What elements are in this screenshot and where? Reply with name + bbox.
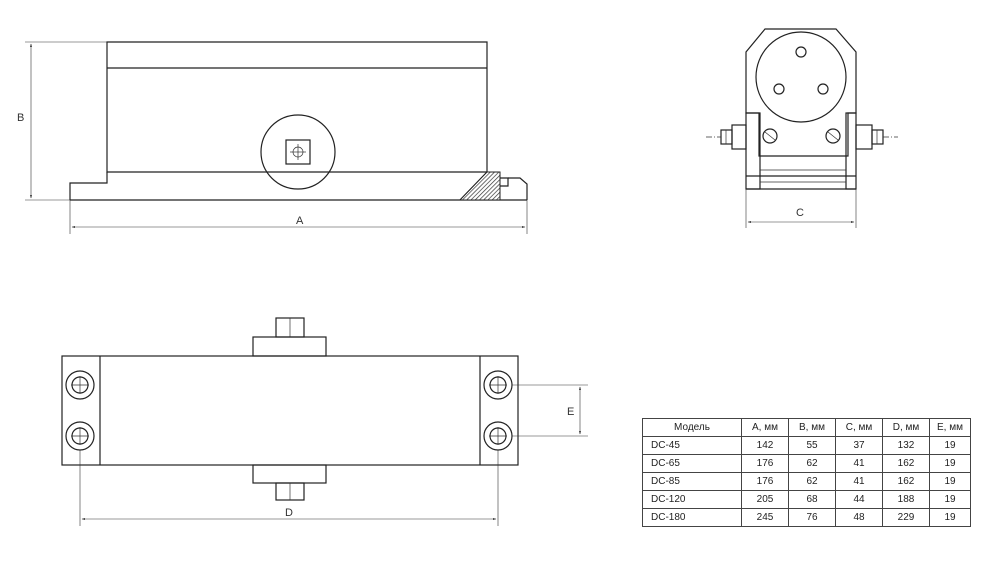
- cell-c: 41: [835, 454, 883, 473]
- cell-b: 62: [788, 472, 836, 491]
- cell-model: DC-120: [642, 490, 742, 509]
- dimension-c: C: [745, 189, 857, 228]
- label-b: B: [17, 112, 24, 124]
- label-c: C: [796, 207, 804, 219]
- cell-e: 19: [929, 508, 971, 527]
- cell-d: 132: [882, 436, 930, 455]
- front-view: [69, 41, 528, 201]
- header-c: C, мм: [835, 418, 883, 437]
- cell-e: 19: [929, 454, 971, 473]
- header-d: D, мм: [882, 418, 930, 437]
- cell-c: 44: [835, 490, 883, 509]
- header-model: Модель: [642, 418, 742, 437]
- mounting-hole-top-right: [483, 370, 513, 400]
- cell-e: 19: [929, 436, 971, 455]
- mounting-hole-top-left: [65, 370, 95, 400]
- cell-model: DC-180: [642, 508, 742, 527]
- cell-e: 19: [929, 490, 971, 509]
- cell-b: 76: [788, 508, 836, 527]
- cell-a: 142: [741, 436, 789, 455]
- cell-model: DC-85: [642, 472, 742, 491]
- dimension-d: D: [79, 450, 499, 526]
- cell-a: 205: [741, 490, 789, 509]
- cell-b: 55: [788, 436, 836, 455]
- mounting-hole-bottom-right: [483, 421, 513, 451]
- mounting-hole-bottom-left: [65, 421, 95, 451]
- cell-model: DC-65: [642, 454, 742, 473]
- cell-model: DC-45: [642, 436, 742, 455]
- label-e: E: [567, 406, 574, 418]
- table-row: DC-65 176 62 41 162 19: [642, 454, 971, 473]
- cell-b: 62: [788, 454, 836, 473]
- label-a: A: [296, 215, 304, 227]
- top-view: [61, 317, 519, 501]
- dimension-e: E: [512, 384, 588, 437]
- cell-c: 37: [835, 436, 883, 455]
- cell-d: 162: [882, 472, 930, 491]
- cell-a: 245: [741, 508, 789, 527]
- spec-table: Модель A, мм B, мм C, мм D, мм E, мм DC-…: [642, 418, 971, 527]
- cell-d: 229: [882, 508, 930, 527]
- cell-c: 41: [835, 472, 883, 491]
- cell-d: 188: [882, 490, 930, 509]
- label-d: D: [285, 507, 293, 519]
- table-row: DC-120 205 68 44 188 19: [642, 490, 971, 509]
- header-e: E, мм: [929, 418, 971, 437]
- cell-b: 68: [788, 490, 836, 509]
- table-header-row: Модель A, мм B, мм C, мм D, мм E, мм: [642, 418, 971, 437]
- header-a: A, мм: [741, 418, 789, 437]
- table-row: DC-45 142 55 37 132 19: [642, 436, 971, 455]
- cell-a: 176: [741, 472, 789, 491]
- table-row: DC-85 176 62 41 162 19: [642, 472, 971, 491]
- header-b: B, мм: [788, 418, 836, 437]
- dimension-a: A: [69, 200, 528, 234]
- cell-a: 176: [741, 454, 789, 473]
- dimension-b: B: [17, 41, 107, 201]
- side-view: [706, 28, 898, 190]
- cell-c: 48: [835, 508, 883, 527]
- cell-e: 19: [929, 472, 971, 491]
- cell-d: 162: [882, 454, 930, 473]
- table-row: DC-180 245 76 48 229 19: [642, 508, 971, 527]
